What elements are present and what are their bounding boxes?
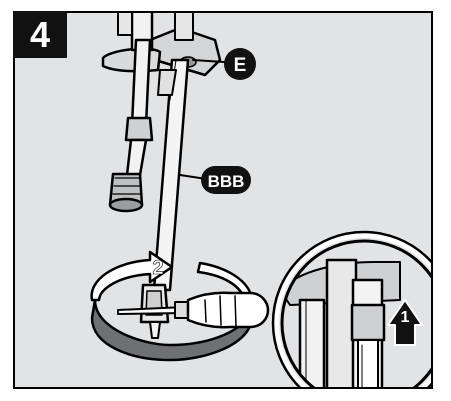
callout-e-label: E (234, 55, 247, 76)
rotate-step-label: 2 (152, 257, 163, 279)
faucet-shank-tube (152, 58, 190, 292)
step-number: 4 (29, 13, 51, 55)
lift-step-label: 1 (401, 309, 410, 326)
faucet-mounting-base (101, 13, 222, 77)
step-badge: 4 (13, 11, 67, 58)
rotate-arrow-icon (90, 250, 254, 362)
e-leader-line (192, 59, 225, 63)
up-arrow-icon (387, 299, 423, 346)
callout-bbb-label: BBB (208, 172, 245, 191)
screwdriver-icon (117, 291, 270, 329)
callout-e: E (224, 48, 256, 80)
left-supply-line (108, 38, 154, 213)
detail-magnifier (271, 230, 431, 387)
callout-bbb: BBB (201, 166, 251, 194)
